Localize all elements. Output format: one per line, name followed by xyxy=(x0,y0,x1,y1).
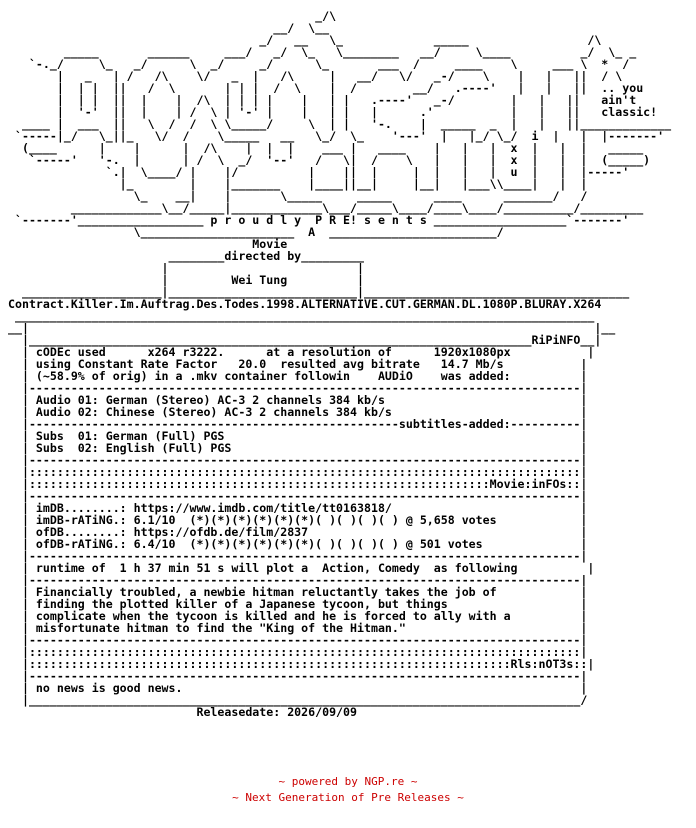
footer-tagline: ~ Next Generation of Pre Releases ~ xyxy=(232,791,464,804)
nfo-text: _/\ __/ \__ _/ __ \_ _____ /\ _____ ____… xyxy=(8,10,672,719)
footer: ~ powered by NGP.re ~ ~ Next Generation … xyxy=(0,774,696,806)
nfo-viewer: _/\ __/ \__ _/ __ \_ _____ /\ _____ ____… xyxy=(8,10,696,800)
footer-powered-by: ~ powered by NGP.re ~ xyxy=(278,775,418,788)
